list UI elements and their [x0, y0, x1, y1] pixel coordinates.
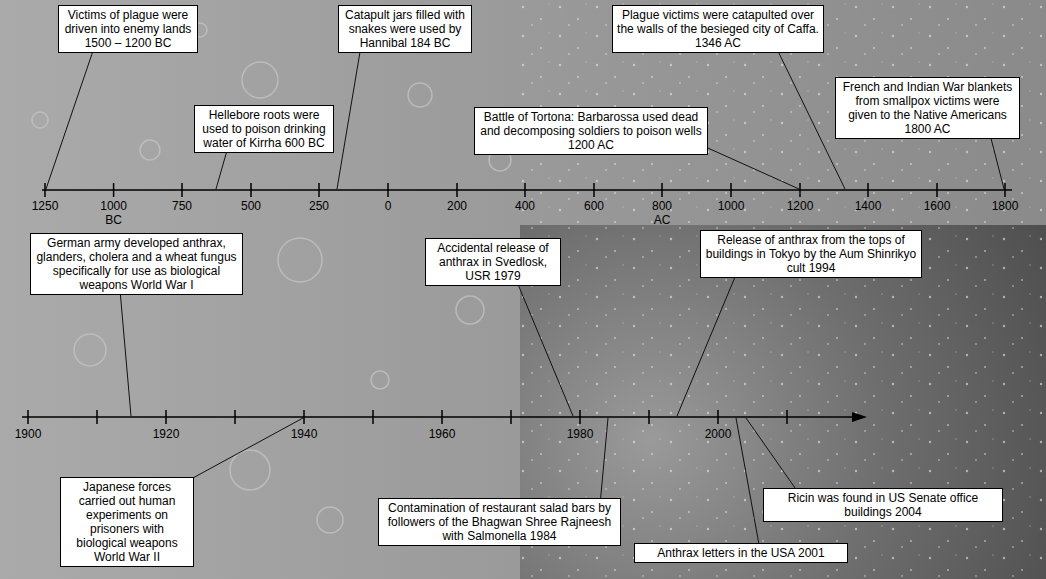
tick-marks	[45, 183, 1005, 197]
callout-box: Battle of Tortona: Barbarossa used dead …	[474, 107, 708, 155]
axis-label: 1200	[787, 199, 814, 213]
axis-label: 1960	[429, 427, 456, 441]
callout-box: French and Indian War blankets from smal…	[835, 77, 1020, 139]
callout-box: Anthrax letters in the USA 2001	[634, 543, 848, 563]
callout-text: Victims of plague were driven into enemy…	[63, 8, 193, 50]
callout-text: Anthrax letters in the USA 2001	[639, 546, 843, 560]
axis-label: 1250	[32, 199, 59, 213]
axis-label: 1000	[100, 199, 127, 213]
callout-box: Contamination of restaurant salad bars b…	[378, 498, 621, 546]
axis-label: 1980	[567, 427, 594, 441]
axis-label: 1900	[15, 427, 42, 441]
callout-box: German army developed anthrax, glanders,…	[30, 233, 243, 295]
tick-marks	[28, 410, 787, 424]
axis-label: 800	[652, 199, 672, 213]
axis-label: 1940	[291, 427, 318, 441]
callout-text: German army developed anthrax, glanders,…	[35, 236, 238, 292]
callout-text: Hellebore roots were used to poison drin…	[199, 108, 329, 150]
axis-label: 400	[515, 199, 535, 213]
axis-label: 1400	[855, 199, 882, 213]
callout-box: Victims of plague were driven into enemy…	[58, 5, 198, 53]
axis-label: AC	[654, 213, 671, 227]
callout-text: Catapult jars filled with snakes were us…	[343, 8, 467, 50]
axis-label: 750	[172, 199, 192, 213]
callout-box: Plague victims were catapulted over the …	[612, 5, 824, 53]
callout-text: Battle of Tortona: Barbarossa used dead …	[479, 110, 703, 152]
axis-label: 600	[584, 199, 604, 213]
callout-text: French and Indian War blankets from smal…	[840, 80, 1015, 136]
callout-box: Release of anthrax from the tops of buil…	[700, 230, 922, 278]
axis-arrowhead	[852, 412, 867, 422]
axis-label: 0	[385, 199, 392, 213]
callout-text: Plague victims were catapulted over the …	[617, 8, 819, 50]
axis-label: 1000	[718, 199, 745, 213]
axis-label: 1920	[153, 427, 180, 441]
axis-label: 250	[309, 199, 329, 213]
callout-text: Release of anthrax from the tops of buil…	[705, 233, 917, 275]
axis-line	[22, 416, 856, 418]
callout-text: Japanese forces carried out human experi…	[65, 480, 189, 564]
callout-text: Accidental release of anthrax in Svedlos…	[430, 241, 556, 283]
axis-label: 500	[241, 199, 261, 213]
callout-text: Ricin was found in US Senate office buil…	[768, 491, 998, 519]
speckles	[520, 0, 1046, 579]
axis-label: 1600	[924, 199, 951, 213]
axis-label: 2000	[705, 427, 732, 441]
axis-line	[42, 189, 1012, 191]
axis-label: 1800	[992, 199, 1019, 213]
callout-box: Accidental release of anthrax in Svedlos…	[425, 238, 561, 286]
callout-box: Catapult jars filled with snakes were us…	[338, 5, 472, 53]
callout-text: Contamination of restaurant salad bars b…	[383, 501, 616, 543]
callout-box: Hellebore roots were used to poison drin…	[194, 105, 334, 153]
callout-box: Japanese forces carried out human experi…	[60, 477, 194, 567]
axis-label: 200	[447, 199, 467, 213]
axis-label: BC	[105, 213, 122, 227]
callout-box: Ricin was found in US Senate office buil…	[763, 488, 1003, 522]
